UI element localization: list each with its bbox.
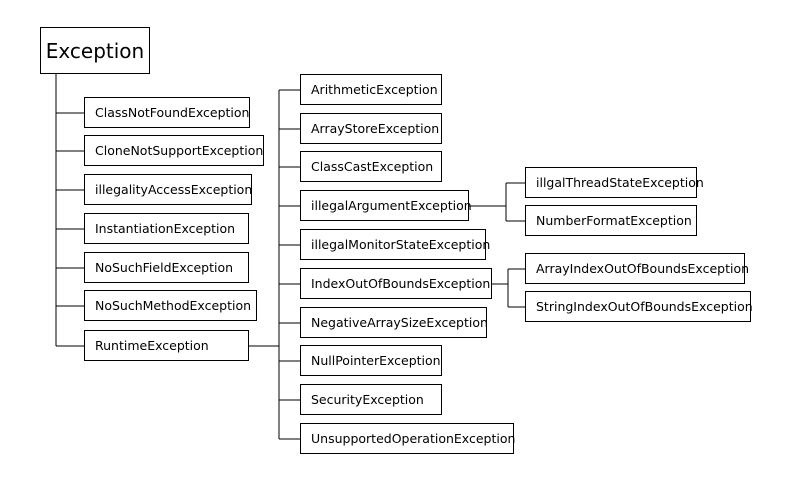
node-illegal-argument-exception: illegalArgumentException xyxy=(300,190,472,221)
node-class-cast-exception: ClassCastException xyxy=(300,151,442,182)
node-illgal-thread-state-exception: illgalThreadStateException xyxy=(525,167,704,198)
node-illegality-access-exception: illegalityAccessException xyxy=(84,174,252,205)
node-no-such-field-exception: NoSuchFieldException xyxy=(84,252,249,283)
node-exception: Exception xyxy=(40,27,150,74)
node-array-index-out-of-bounds-exception: ArrayIndexOutOfBoundsException xyxy=(525,253,749,284)
node-string-index-out-of-bounds-exception: StringIndexOutOfBoundsException xyxy=(525,291,753,322)
node-no-such-method-exception: NoSuchMethodException xyxy=(84,290,257,321)
node-security-exception: SecurityException xyxy=(300,384,442,415)
node-number-format-exception: NumberFormatException xyxy=(525,205,697,236)
node-negative-array-size-exception: NegativeArraySizeException xyxy=(300,307,488,338)
node-arithmetic-exception: ArithmeticException xyxy=(300,74,442,105)
node-array-store-exception: ArrayStoreException xyxy=(300,113,442,144)
node-clone-not-support-exception: CloneNotSupportException xyxy=(84,135,264,166)
node-illegal-monitor-state-exception: illegalMonitorStateException xyxy=(300,229,490,260)
node-instantiation-exception: InstantiationException xyxy=(84,213,249,244)
node-runtime-exception: RuntimeException xyxy=(84,330,249,361)
node-index-out-of-bounds-exception: IndexOutOfBoundsException xyxy=(300,268,492,299)
node-class-not-found-exception: ClassNotFoundException xyxy=(84,97,250,128)
node-null-pointer-exception: NullPointerException xyxy=(300,345,442,376)
node-unsupported-operation-exception: UnsupportedOperationException xyxy=(300,423,515,454)
